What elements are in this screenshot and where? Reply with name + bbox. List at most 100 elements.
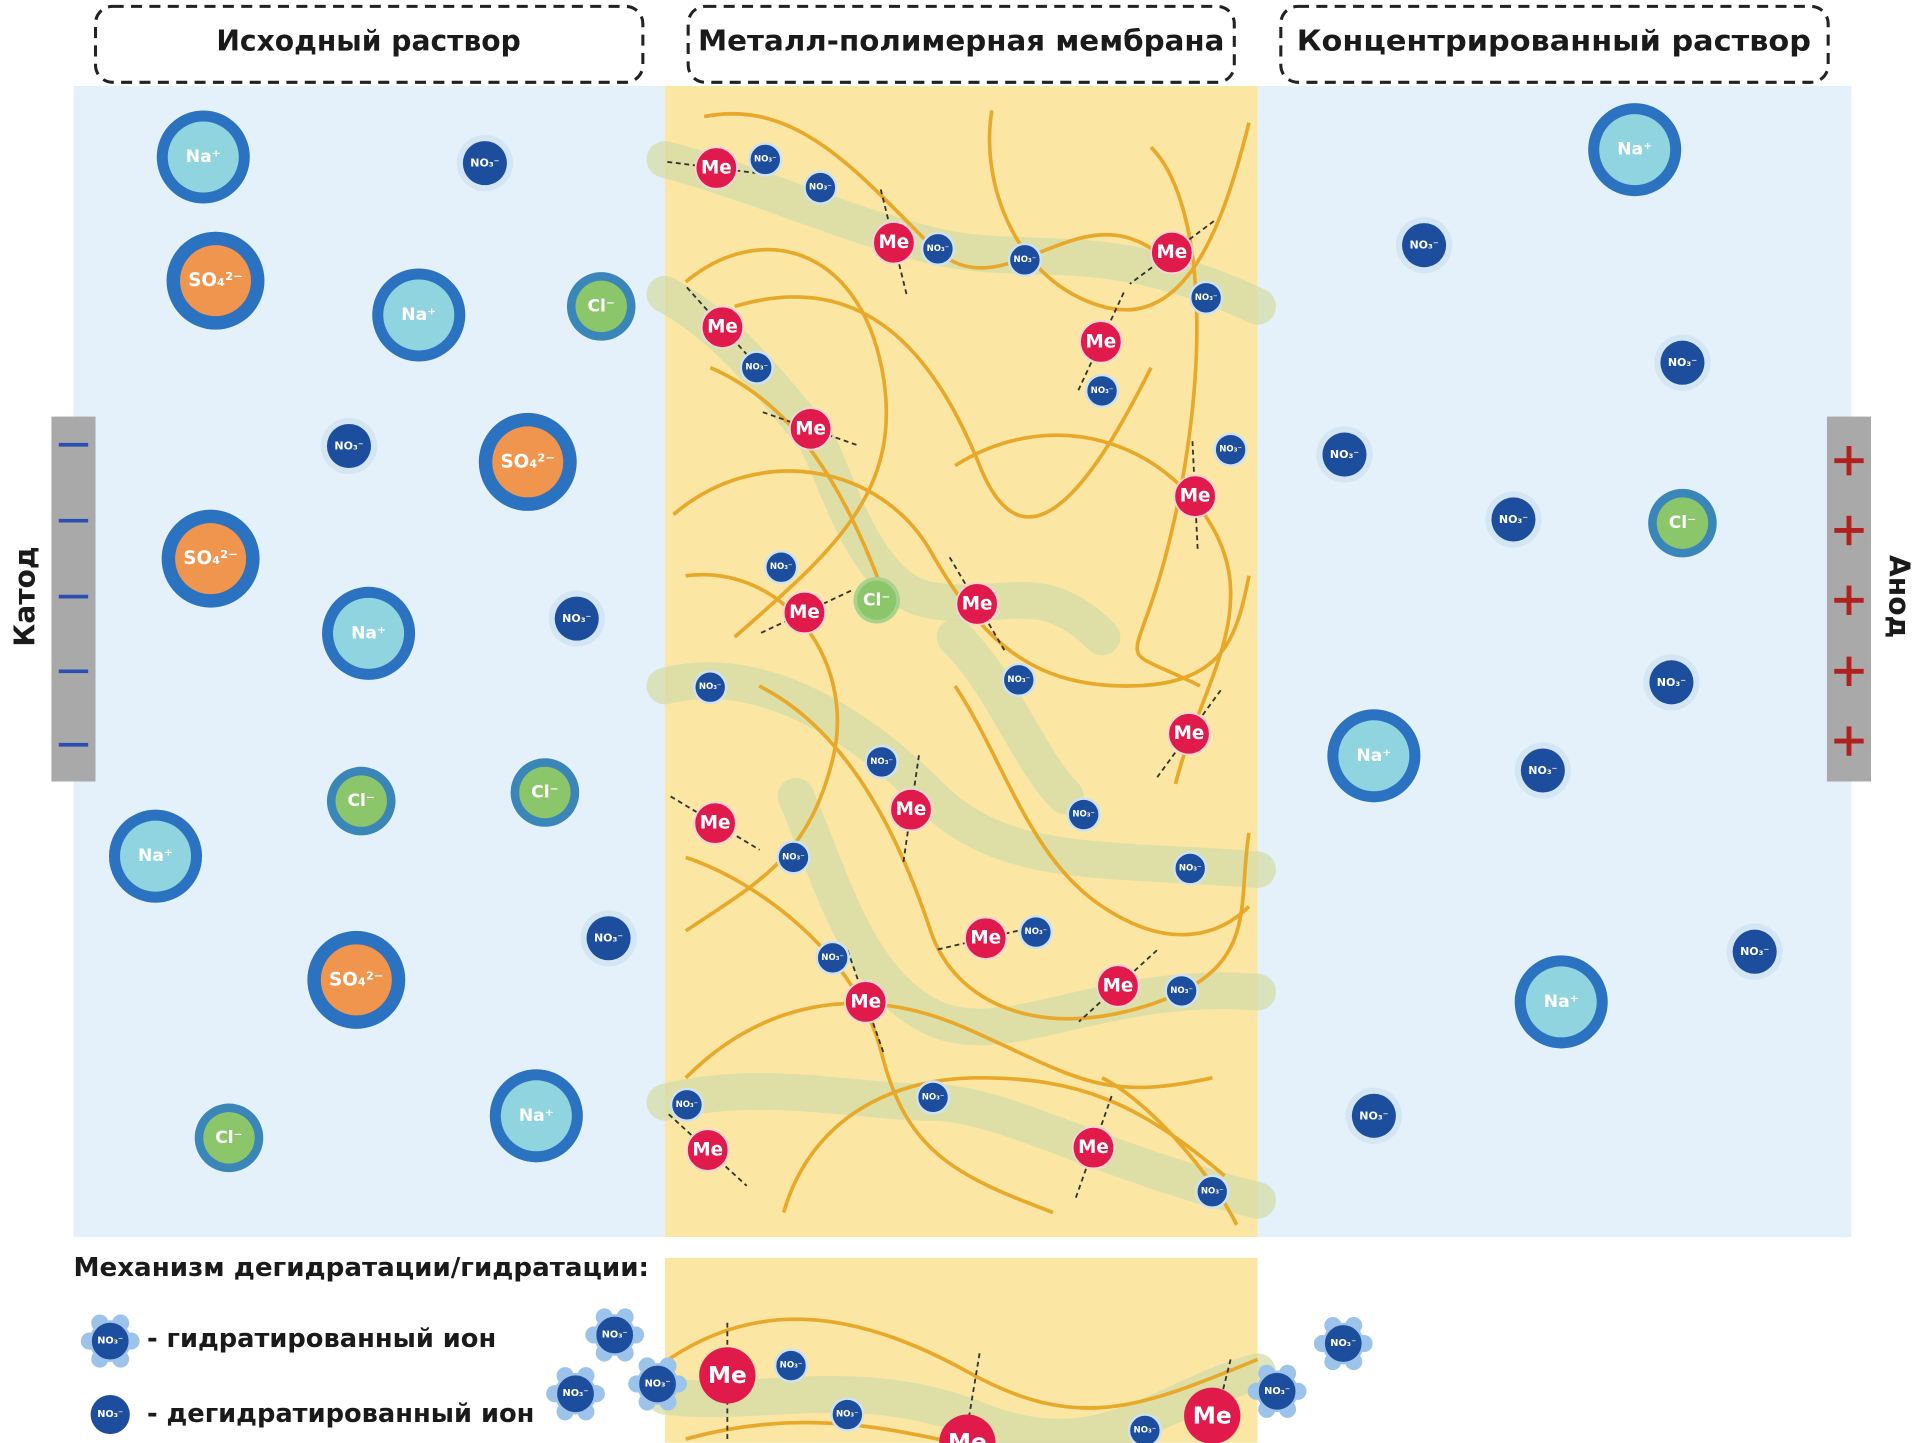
no3-ion: NO₃⁻ (1345, 1087, 1403, 1144)
ion-label: Na⁺ (1544, 992, 1579, 1012)
ion-label: NO₃⁻ (1170, 986, 1193, 996)
anode-label: Анод (1882, 555, 1915, 638)
ion-label: Cl⁻ (587, 296, 614, 316)
so4-ion: SO₄²⁻ (307, 930, 406, 1029)
me-ion: Me (1079, 320, 1123, 364)
me-ion: Me (699, 1347, 756, 1404)
header-concentrate-label: Концентрированный раствор (1297, 24, 1811, 57)
no3-ion: NO₃⁻ (1643, 654, 1700, 711)
ion-label: NO₃⁻ (1499, 513, 1528, 526)
polymer-fiber (734, 295, 1153, 519)
me-ion: Me (782, 590, 827, 635)
ion-label: Me (1156, 242, 1187, 263)
no3-ion: NO₃⁻ (1018, 914, 1054, 950)
ion-label: Cl⁻ (863, 590, 890, 610)
ion-label: NO₃⁻ (922, 1092, 945, 1102)
cathode: Катод (8, 416, 96, 782)
ion-label: NO₃⁻ (563, 1388, 589, 1399)
ion-label: NO₃⁻ (1201, 1187, 1224, 1197)
so4-ion: SO₄²⁻ (161, 509, 260, 608)
me-ion: Me (694, 146, 739, 190)
plus-sign-icon (1834, 515, 1864, 546)
ion-label: Me (700, 813, 731, 834)
me-ion: Me (1071, 1125, 1116, 1170)
ion-channel (936, 618, 1084, 815)
ion-label: NO₃⁻ (821, 953, 844, 963)
ion-label: NO₃⁻ (1668, 356, 1697, 369)
no3-ion: NO₃⁻ (1195, 1174, 1230, 1209)
ion-label: NO₃⁻ (836, 1410, 859, 1420)
polymer-fiber (685, 855, 1054, 1215)
ion-label: Cl⁻ (531, 783, 558, 803)
polymer-fiber (987, 110, 1251, 312)
ions: Na⁺Na⁺Na⁺Na⁺Na⁺Na⁺Na⁺Na⁺SO₄²⁻SO₄²⁻SO₄²⁻S… (108, 103, 1783, 1443)
ion-label: Me (879, 232, 910, 253)
ion-label: SO₄²⁻ (188, 270, 243, 291)
cl-ion: Cl⁻ (566, 272, 636, 341)
hydrated-ion-icon: NO₃⁻ (80, 1314, 140, 1368)
ion-label: NO₃⁻ (1264, 1386, 1290, 1397)
polymer-fiber (954, 433, 1233, 785)
me-ion: Me (686, 1128, 730, 1172)
hydrated-no3-ion: NO₃⁻ (1247, 1364, 1307, 1418)
ion-label: Me (795, 418, 826, 439)
no3-ion: NO₃⁻ (915, 1080, 951, 1115)
no3-ion: NO₃⁻ (1485, 491, 1542, 548)
no3-ion: NO₃⁻ (773, 1348, 809, 1383)
ion-label: NO₃⁻ (1014, 255, 1037, 265)
no3-ion: NO₃⁻ (739, 350, 774, 385)
ion-label: NO₃⁻ (1072, 810, 1095, 820)
ion-label: Na⁺ (138, 846, 173, 866)
ion-label: NO₃⁻ (1179, 863, 1202, 873)
legend-dehydrated-label: - дегидратированный ион (147, 1399, 534, 1429)
ion-label: Me (692, 1140, 723, 1161)
ion-label: NO₃⁻ (1409, 239, 1438, 252)
ion-label: NO₃⁻ (1330, 448, 1359, 461)
polymer-fiber (684, 247, 889, 639)
me-ion: Me (955, 582, 999, 626)
no3-ion: NO₃⁻ (1084, 373, 1120, 409)
plus-sign-icon (1834, 726, 1864, 756)
no3-ion: NO₃⁻ (1007, 242, 1043, 278)
no3-ion: NO₃⁻ (580, 910, 637, 967)
no3-ion: NO₃⁻ (815, 940, 850, 975)
hydrated-no3-ion: NO₃⁻ (628, 1357, 687, 1411)
no3-ion: NO₃⁻ (1213, 432, 1248, 467)
polymer-fiber (672, 469, 1251, 688)
polymer-fiber (684, 1001, 1213, 1090)
header-source-label: Исходный раствор (216, 24, 520, 57)
ion-label: NO₃⁻ (645, 1378, 671, 1389)
no3-ion: NO₃⁻ (803, 170, 838, 205)
no3-ion: NO₃⁻ (693, 670, 728, 705)
ion-label: NO₃⁻ (780, 1361, 803, 1371)
na-ion: Na⁺ (489, 1069, 583, 1163)
ion-label: NO₃⁻ (745, 363, 768, 373)
ion-label: Na⁺ (1356, 746, 1391, 766)
so4-ion: SO₄²⁻ (166, 231, 265, 330)
cl-ion: Cl⁻ (510, 758, 580, 827)
polymer-fiber (758, 684, 1251, 1021)
legend-hydrated-label: - гидратированный ион (147, 1324, 496, 1354)
plus-sign-icon (1834, 585, 1864, 615)
polymer-fiber (1135, 145, 1201, 688)
ion-label: NO₃⁻ (1007, 675, 1030, 685)
ion-label: Cl⁻ (215, 1128, 242, 1148)
no3-ion: NO₃⁻ (1001, 662, 1036, 698)
ion-label: Me (1078, 1137, 1109, 1158)
ion-label: Na⁺ (519, 1106, 554, 1126)
no3-ion: NO₃⁻ (456, 134, 514, 192)
hydrated-no3-ion: NO₃⁻ (585, 1308, 645, 1362)
ion-label: Cl⁻ (1669, 513, 1696, 533)
me-ion: Me (1150, 230, 1194, 275)
ion-label: NO₃⁻ (97, 1336, 123, 1347)
ion-label: Me (708, 1362, 747, 1389)
me-ion: Me (700, 305, 745, 349)
no3-ion: NO₃⁻ (1173, 851, 1208, 886)
ion-label: NO₃⁻ (470, 157, 499, 170)
header-concentrate: Концентрированный раствор (1279, 4, 1830, 84)
me-ion: Me (889, 787, 933, 832)
ion-label: Me (850, 991, 881, 1012)
legend-title: Механизм дегидратации/гидратации: (73, 1253, 649, 1283)
ion-label: Me (1174, 723, 1205, 744)
